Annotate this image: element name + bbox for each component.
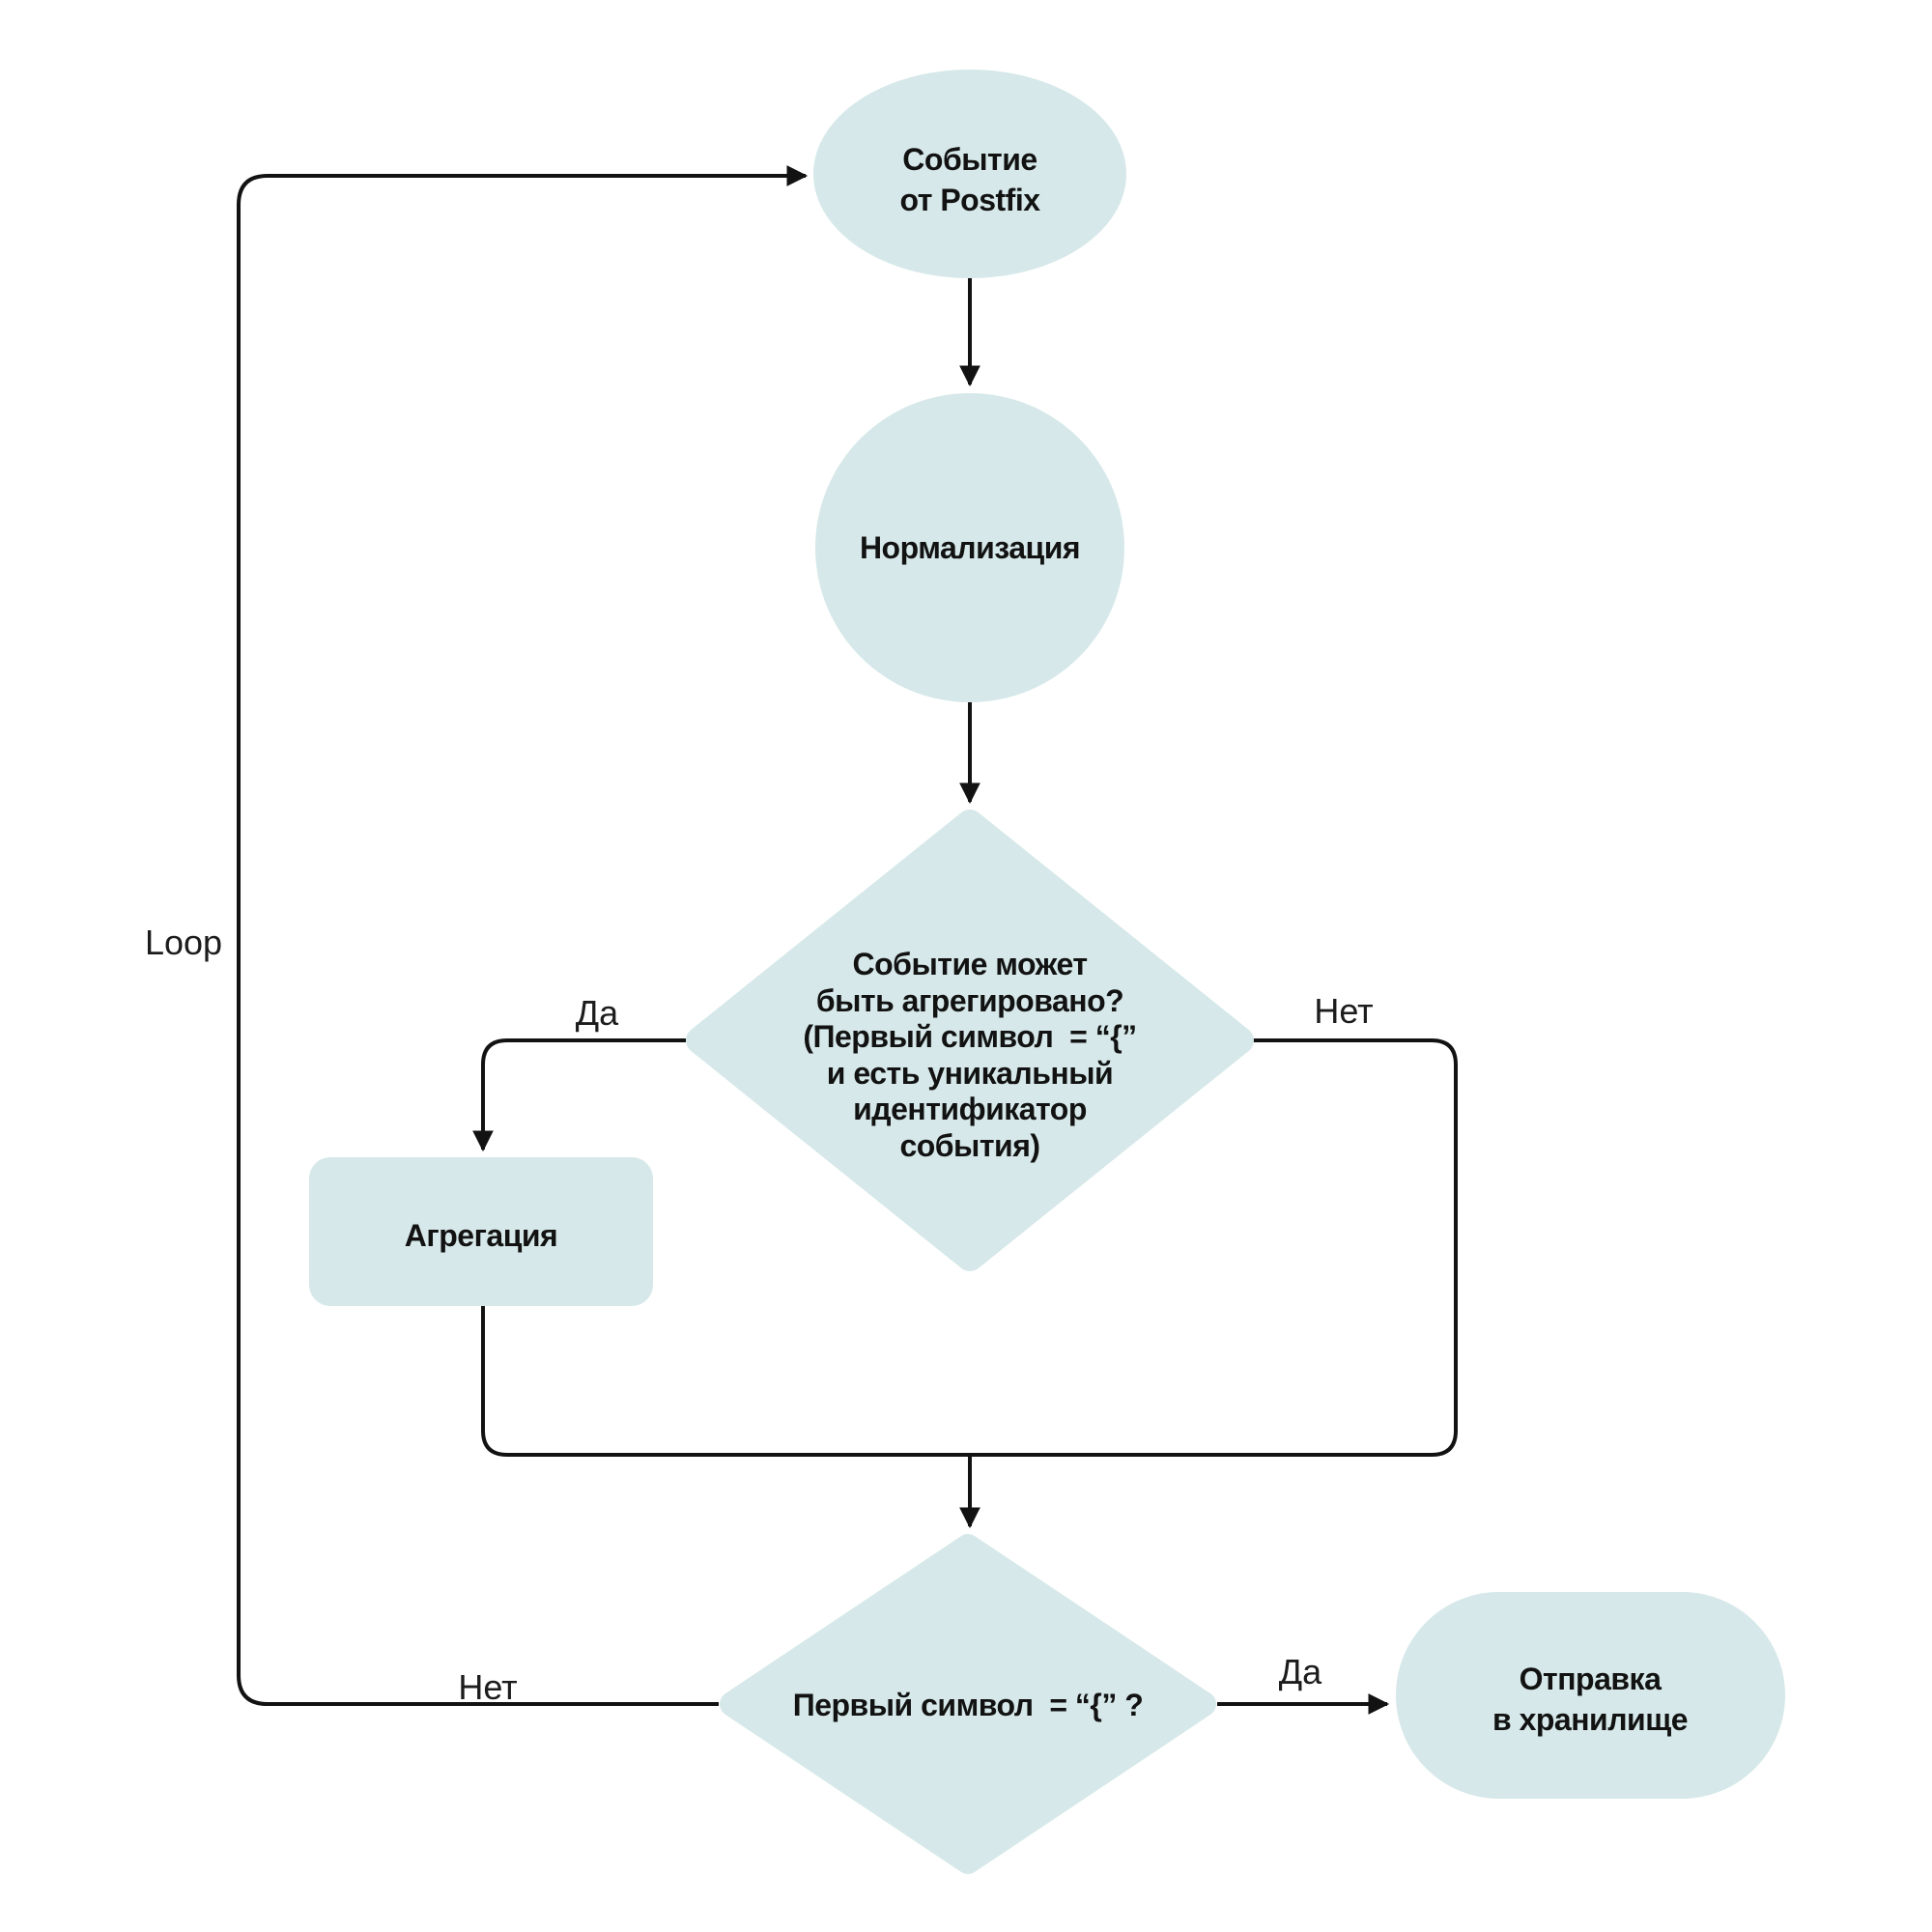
first-char-check-label: Первый символ = “{” ? xyxy=(793,1688,1144,1722)
aggregation-check-label-line1: Событие может xyxy=(853,947,1088,981)
send-to-storage-label-line1: Отправка xyxy=(1520,1662,1662,1696)
normalization-node-label: Нормализация xyxy=(860,530,1080,565)
edge-label-yes-aggregation: Да xyxy=(576,993,619,1033)
send-to-storage-stadium xyxy=(1396,1592,1785,1799)
aggregation-check-diamond xyxy=(686,810,1254,1271)
aggregation-check-label-line5: идентификатор xyxy=(853,1092,1087,1126)
edge-aggregation-check-yes xyxy=(472,1038,686,1152)
send-to-storage-label-line2: в хранилище xyxy=(1492,1702,1688,1737)
start-node-ellipse xyxy=(813,70,1126,278)
edge-aggregation-check-no-merge xyxy=(481,1038,1458,1457)
aggregation-check-label-line2: быть агрегировано? xyxy=(816,983,1123,1018)
edge-first-char-check-no-loop xyxy=(237,165,809,1706)
aggregation-check-label-line6: события) xyxy=(899,1128,1039,1163)
start-node-label-line2: от Postfix xyxy=(900,183,1041,217)
edge-label-no-aggregation: Нет xyxy=(1314,991,1373,1031)
aggregation-check-label-line4: и есть уникальный xyxy=(827,1056,1113,1091)
edge-label-loop: Loop xyxy=(145,923,222,962)
edge-label-no-first-char: Нет xyxy=(458,1667,517,1707)
first-char-check-diamond xyxy=(720,1534,1216,1874)
aggregation-check-label-line3: (Первый символ = “{” xyxy=(803,1019,1136,1054)
aggregation-node-box xyxy=(309,1157,653,1306)
start-node-label-line1: Событие xyxy=(902,142,1037,177)
aggregation-node-label: Агрегация xyxy=(405,1218,557,1253)
normalization-node-circle xyxy=(815,393,1124,702)
edge-label-yes-first-char: Да xyxy=(1279,1652,1322,1691)
